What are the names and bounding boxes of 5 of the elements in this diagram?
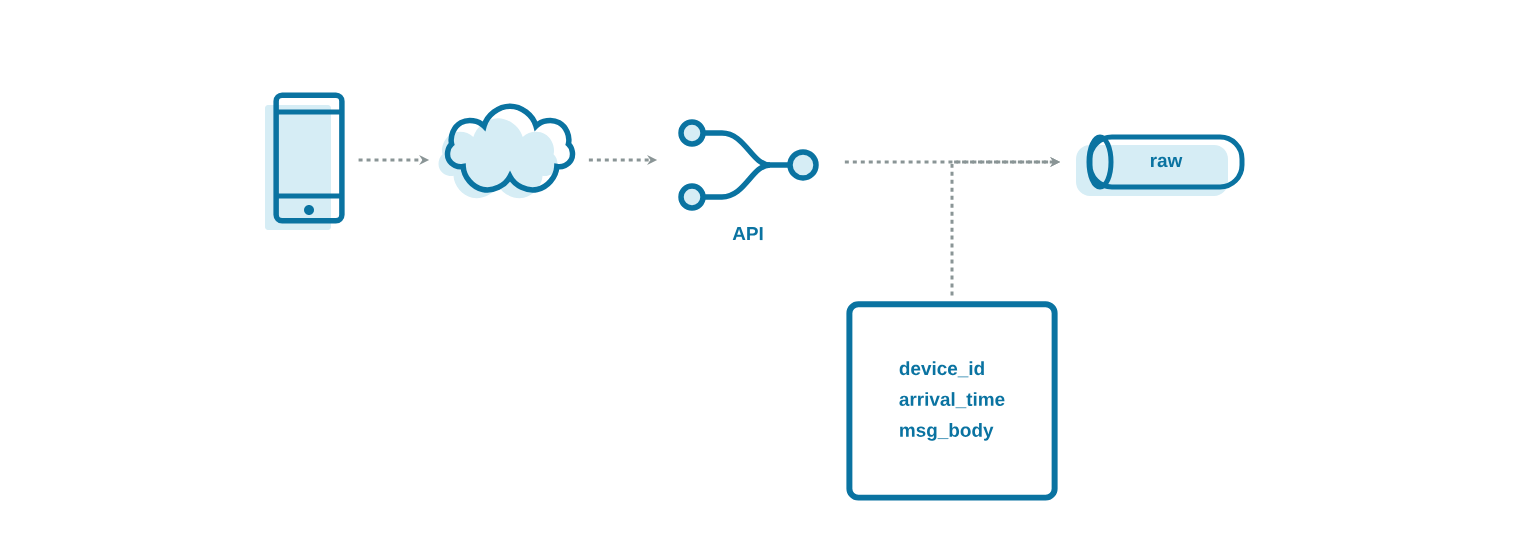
field-box: device_id arrival_time msg_body: [846, 301, 1058, 501]
cloud-drawing: [438, 103, 576, 199]
api-label: API: [732, 227, 763, 241]
topic-cylinder: raw: [1076, 134, 1245, 196]
phone-drawing: [265, 92, 345, 230]
